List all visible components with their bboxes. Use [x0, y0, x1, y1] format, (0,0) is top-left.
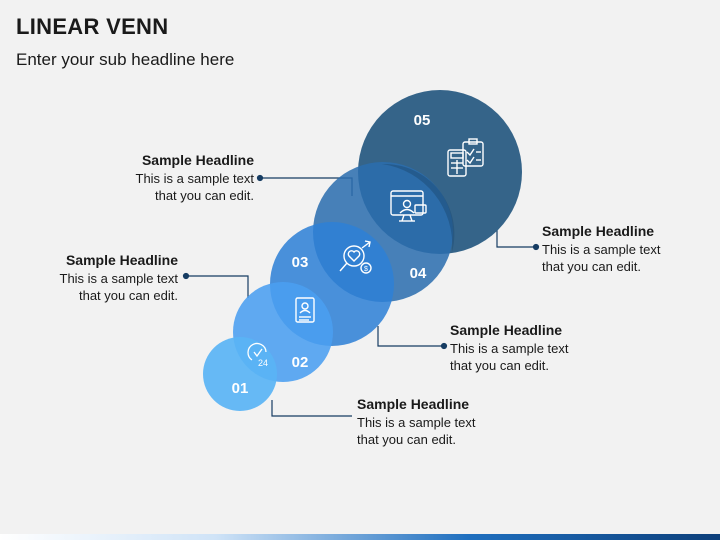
step-text-04-line1: This is a sample text — [135, 171, 255, 186]
step-text-02-line1: This is a sample text — [59, 271, 179, 286]
clock-24-icon: 24 — [247, 342, 268, 368]
step-number-04: 04 — [410, 265, 427, 282]
connector-03-dot — [440, 342, 448, 350]
connector-01 — [271, 400, 352, 417]
step-headline-03: Sample Headline — [450, 322, 563, 338]
step-text-03-line2: that you can edit. — [450, 358, 550, 373]
svg-text:$: $ — [364, 266, 368, 273]
step-text-03-line1: This is a sample text — [450, 341, 569, 356]
step-number-02: 02 — [292, 354, 309, 371]
step-label-01: Sample Headline This is a sample text th… — [357, 395, 476, 448]
step-text-01-line2: that you can edit. — [357, 432, 457, 447]
step-text-02-line2: that you can edit. — [78, 288, 178, 303]
venn-circle-01 — [203, 337, 277, 411]
monitor-profile-icon — [390, 190, 427, 222]
step-label-04: Sample Headline This is a sample text th… — [136, 151, 255, 204]
connector-03 — [377, 326, 444, 347]
svg-text:24: 24 — [258, 358, 268, 368]
step-headline-02: Sample Headline — [65, 252, 178, 268]
connector-05-dot — [532, 243, 540, 251]
calculator-checklist-icon — [447, 138, 484, 177]
step-label-03: Sample Headline This is a sample text th… — [450, 321, 569, 374]
page-subtitle: Enter your sub headline here — [16, 50, 235, 69]
connector-02 — [186, 275, 249, 298]
step-headline-04: Sample Headline — [141, 152, 254, 168]
step-headline-01: Sample Headline — [357, 396, 470, 412]
step-label-02: Sample Headline This is a sample text th… — [60, 251, 179, 304]
bottom-accent-bar — [0, 534, 720, 540]
step-text-04-line2: that you can edit. — [154, 188, 254, 203]
connector-05 — [496, 230, 536, 248]
step-label-05: Sample Headline This is a sample text th… — [542, 222, 661, 275]
step-number-01: 01 — [232, 380, 249, 397]
step-text-05-line1: This is a sample text — [542, 242, 661, 257]
step-number-05: 05 — [414, 112, 431, 129]
magnifier-heart-dollar-icon: $ — [339, 240, 372, 274]
step-text-05-line2: that you can edit. — [542, 259, 642, 274]
connector-04-dot — [256, 174, 264, 182]
resume-document-icon — [295, 297, 315, 323]
step-headline-05: Sample Headline — [542, 223, 655, 239]
page-title: LINEAR VENN — [16, 14, 169, 39]
connector-02-dot — [182, 272, 190, 280]
step-text-01-line1: This is a sample text — [357, 415, 476, 430]
step-number-03: 03 — [292, 254, 309, 271]
